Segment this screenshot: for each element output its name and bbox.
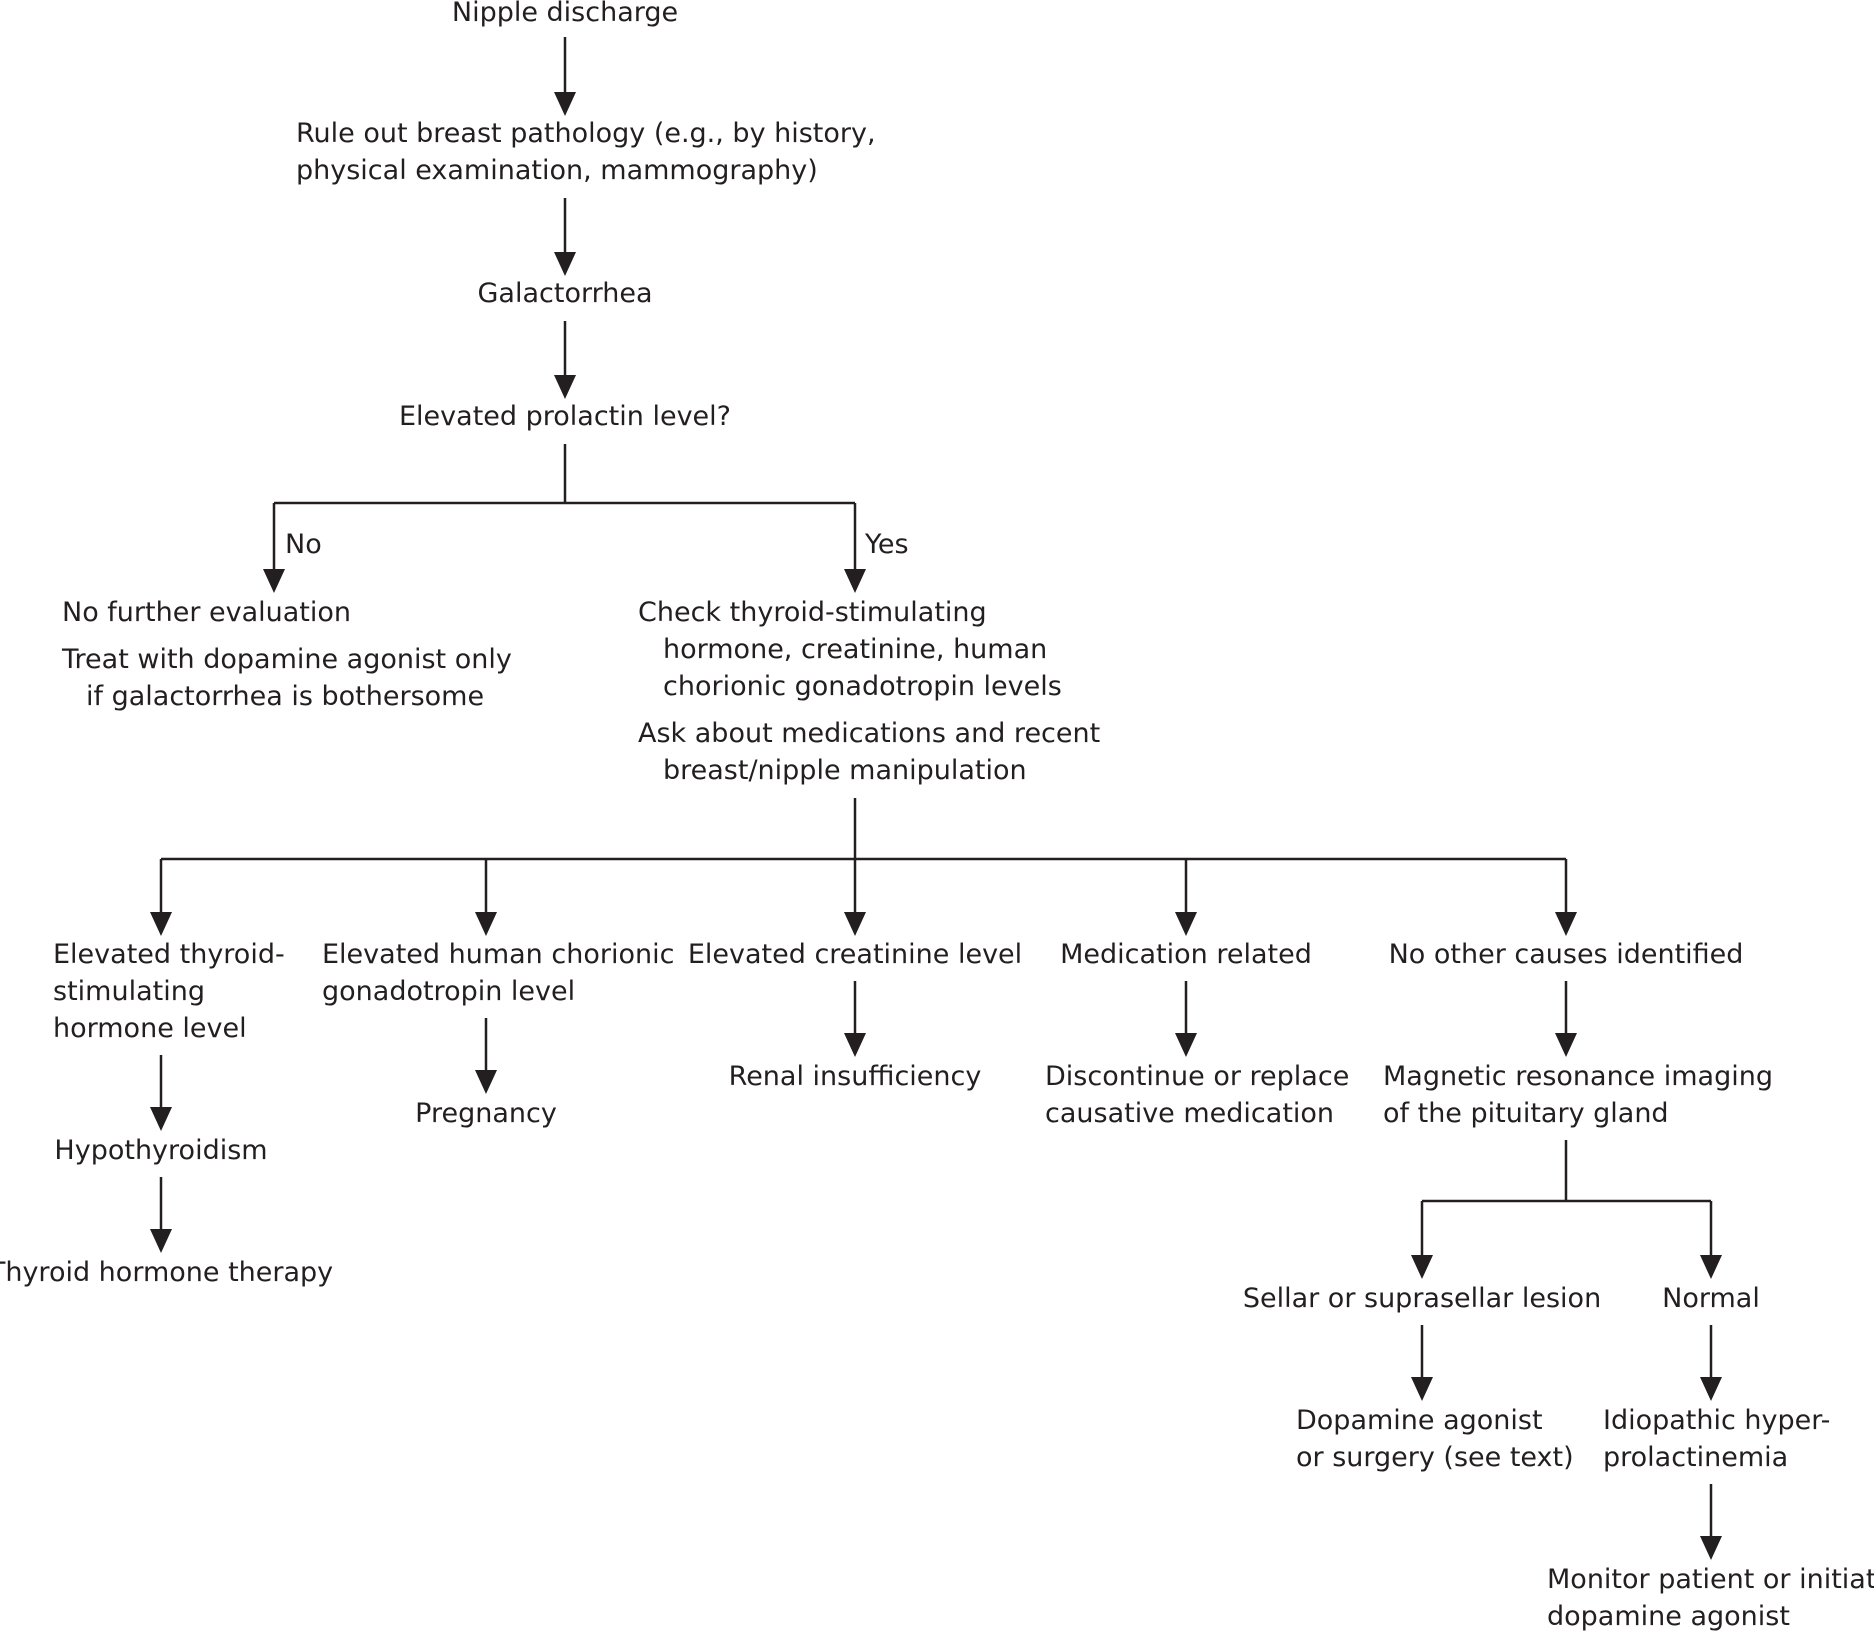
arrowhead-15	[150, 1107, 172, 1131]
node-medication-related: Medication related	[1060, 939, 1312, 970]
node-rule-out-line-1: Rule out breast pathology (e.g., by hist…	[296, 118, 876, 149]
arrowhead-25	[1411, 1377, 1433, 1401]
node-elevated-creatinine: Elevated creatinine level	[687, 939, 1023, 970]
node-renal-insufficiency: Renal insufficiency	[728, 1061, 982, 1092]
node-ask-meds-line-2: breast/nipple manipulation	[663, 755, 1027, 786]
arrowhead-14	[1555, 912, 1577, 936]
arrowhead-12	[844, 912, 866, 936]
node-elevated-hcg-line-2: gonadotropin level	[322, 976, 576, 1007]
node-mri-line-1: Magnetic resonance imaging	[1383, 1061, 1773, 1092]
node-mri-line-2: of the pituitary gland	[1383, 1098, 1669, 1129]
arrowhead-26	[1700, 1377, 1722, 1401]
node-ask-meds-line-1: Ask about medications and recent	[638, 718, 1101, 749]
arrowhead-27	[1700, 1536, 1722, 1560]
node-elevated-tsh-line-2: stimulating	[53, 976, 205, 1007]
node-elevated-tsh-line-1: Elevated thyroid-	[53, 939, 285, 970]
node-check-tsh-line-1: Check thyroid-stimulating	[638, 597, 987, 628]
node-discontinue-line-2: causative medication	[1045, 1098, 1335, 1129]
arrowhead-3	[554, 375, 576, 399]
node-elevated-prolactin: Elevated prolactin level?	[399, 401, 731, 432]
arrowhead-13	[1175, 912, 1197, 936]
node-check-tsh-line-3: chorionic gonadotropin levels	[663, 671, 1062, 702]
node-pregnancy: Pregnancy	[415, 1098, 557, 1129]
node-monitor-line-1: Monitor patient or initiate	[1547, 1564, 1874, 1595]
arrowhead-7	[844, 569, 866, 593]
arrowhead-17	[475, 1070, 497, 1094]
node-dopamine-surgery-line-1: Dopamine agonist	[1296, 1405, 1543, 1436]
node-sellar-lesion: Sellar or suprasellar lesion	[1242, 1283, 1602, 1314]
node-elevated-tsh-line-3: hormone level	[53, 1013, 247, 1044]
arrowhead-23	[1411, 1255, 1433, 1279]
arrowhead-6	[263, 569, 285, 593]
arrowhead-10	[150, 912, 172, 936]
branch-label-no: No	[285, 529, 322, 560]
node-thyroid-hormone-therapy: Thyroid hormone therapy	[0, 1257, 334, 1288]
node-normal: Normal	[1662, 1283, 1760, 1314]
arrowhead-2	[554, 252, 576, 276]
node-no-other-causes: No other causes identified	[1388, 939, 1744, 970]
node-nipple-discharge: Nipple discharge	[451, 0, 679, 28]
arrowhead-16	[150, 1229, 172, 1253]
arrowhead-20	[1555, 1033, 1577, 1057]
arrowhead-19	[1175, 1033, 1197, 1057]
node-hypothyroidism: Hypothyroidism	[54, 1135, 268, 1166]
branch-label-yes: Yes	[865, 529, 909, 560]
node-galactorrhea: Galactorrhea	[477, 278, 653, 309]
arrowhead-11	[475, 912, 497, 936]
node-discontinue-line-1: Discontinue or replace	[1045, 1061, 1350, 1092]
node-idiopathic-line-1: Idiopathic hyper-	[1603, 1405, 1831, 1436]
node-check-tsh-line-2: hormone, creatinine, human	[663, 634, 1048, 665]
arrowhead-18	[844, 1033, 866, 1057]
node-treat-dopamine-line-2: if galactorrhea is bothersome	[86, 681, 485, 712]
arrowhead-1	[554, 92, 576, 116]
node-no-further-evaluation: No further evaluation	[62, 597, 352, 628]
node-dopamine-surgery-line-2: or surgery (see text)	[1296, 1442, 1574, 1473]
node-monitor-line-2: dopamine agonist	[1547, 1601, 1790, 1632]
node-elevated-hcg-line-1: Elevated human chorionic	[322, 939, 675, 970]
arrowhead-24	[1700, 1255, 1722, 1279]
node-idiopathic-line-2: prolactinemia	[1603, 1442, 1789, 1473]
node-treat-dopamine-line-1: Treat with dopamine agonist only	[62, 644, 512, 675]
node-rule-out-line-2: physical examination, mammography)	[296, 155, 818, 186]
